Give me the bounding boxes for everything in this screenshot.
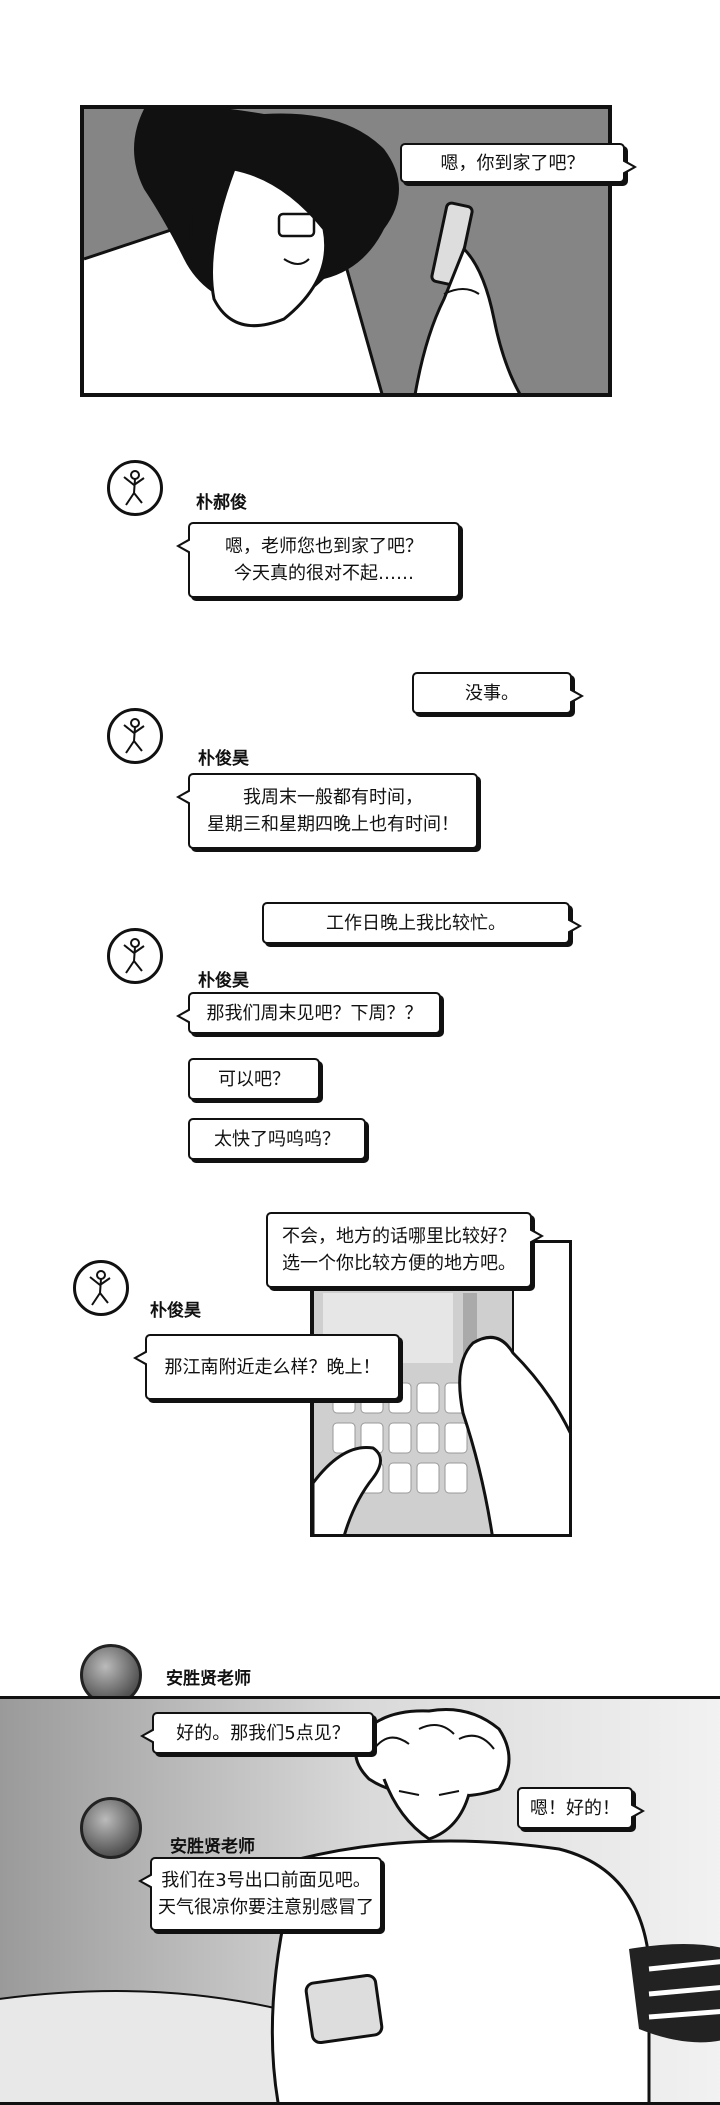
message-line: 今天真的很对不起…… — [234, 563, 414, 584]
chat-message-bubble: 我周末一般都有时间， 星期三和星期四晚上也有时间！ — [176, 773, 478, 849]
stick-figure-icon — [123, 718, 145, 754]
avatar-ahn-teacher-2 — [80, 1797, 142, 1859]
avatar-park-junho-2 — [107, 708, 163, 764]
panel-3-illustration — [0, 1699, 720, 2102]
stick-figure-icon — [123, 938, 145, 974]
sender-name: 朴俊昊 — [198, 971, 249, 991]
avatar-park-junho-3 — [107, 928, 163, 984]
reply-bubble: 没事。 — [412, 672, 584, 714]
stick-figure-icon — [89, 1270, 111, 1306]
sender-name: 安胜贤老师 — [170, 1837, 255, 1857]
chat-message-bubble: 嗯，老师您也到家了吧？ 今天真的很对不起…… — [176, 522, 460, 598]
comic-panel-2 — [310, 1240, 572, 1537]
message-text: 那我们周末见吧？下周？？ — [206, 1002, 423, 1024]
comic-panel-3 — [0, 1696, 720, 2105]
message-line: 我们在3号出口前面见吧。 — [161, 1870, 371, 1891]
stick-figure-icon — [123, 470, 145, 506]
panel-1-speech-text: 嗯，你到家了吧？ — [440, 152, 585, 174]
reply-bubble: 工作日晚上我比较忙。 — [262, 902, 582, 944]
message-line: 嗯，老师您也到家了吧？ — [225, 536, 423, 557]
chat-message-bubble: 好的。那我们5点见？ — [140, 1712, 374, 1754]
message-text: 好的。那我们5点见？ — [176, 1722, 350, 1744]
message-line: 我周末一般都有时间， — [243, 787, 423, 808]
message-text: 可以吧？ — [218, 1068, 290, 1090]
speech-bubble: 嗯！好的！ — [517, 1787, 645, 1829]
sender-name: 朴俊昊 — [198, 749, 249, 769]
chat-message-bubble: 我们在3号出口前面见吧。 天气很凉你要注意别感冒了 — [138, 1857, 382, 1931]
message-line: 星期三和星期四晚上也有时间！ — [207, 814, 459, 835]
panel-1-speech-bubble: 嗯，你到家了吧？ — [400, 143, 637, 183]
message-text: 那江南附近走么样？晚上！ — [164, 1356, 381, 1378]
avatar-park-junho-4 — [73, 1260, 129, 1316]
speech-text: 嗯！好的！ — [530, 1797, 620, 1819]
sender-name: 安胜贤老师 — [166, 1669, 251, 1689]
chat-message-bubble: 那江南附近走么样？晚上！ — [133, 1334, 400, 1400]
chat-message-bubble: 太快了吗呜呜？ — [188, 1118, 366, 1160]
chat-message-bubble: 那我们周末见吧？下周？？ — [176, 992, 441, 1034]
reply-line: 不会，地方的话哪里比较好？ — [282, 1226, 516, 1247]
sender-name: 朴郝俊 — [196, 493, 247, 513]
chat-message-bubble: 可以吧？ — [188, 1058, 320, 1100]
sender-name: 朴俊昊 — [150, 1301, 201, 1321]
reply-line: 选一个你比较方便的地方吧。 — [282, 1253, 516, 1274]
message-text: 太快了吗呜呜？ — [214, 1128, 340, 1150]
message-line: 天气很凉你要注意别感冒了 — [158, 1897, 374, 1918]
reply-bubble: 不会，地方的话哪里比较好？ 选一个你比较方便的地方吧。 — [266, 1212, 544, 1288]
reply-text: 工作日晚上我比较忙。 — [326, 912, 506, 934]
panel-1-illustration — [84, 109, 608, 393]
reply-text: 没事。 — [465, 682, 519, 704]
avatar-park-junho-1 — [107, 460, 163, 516]
